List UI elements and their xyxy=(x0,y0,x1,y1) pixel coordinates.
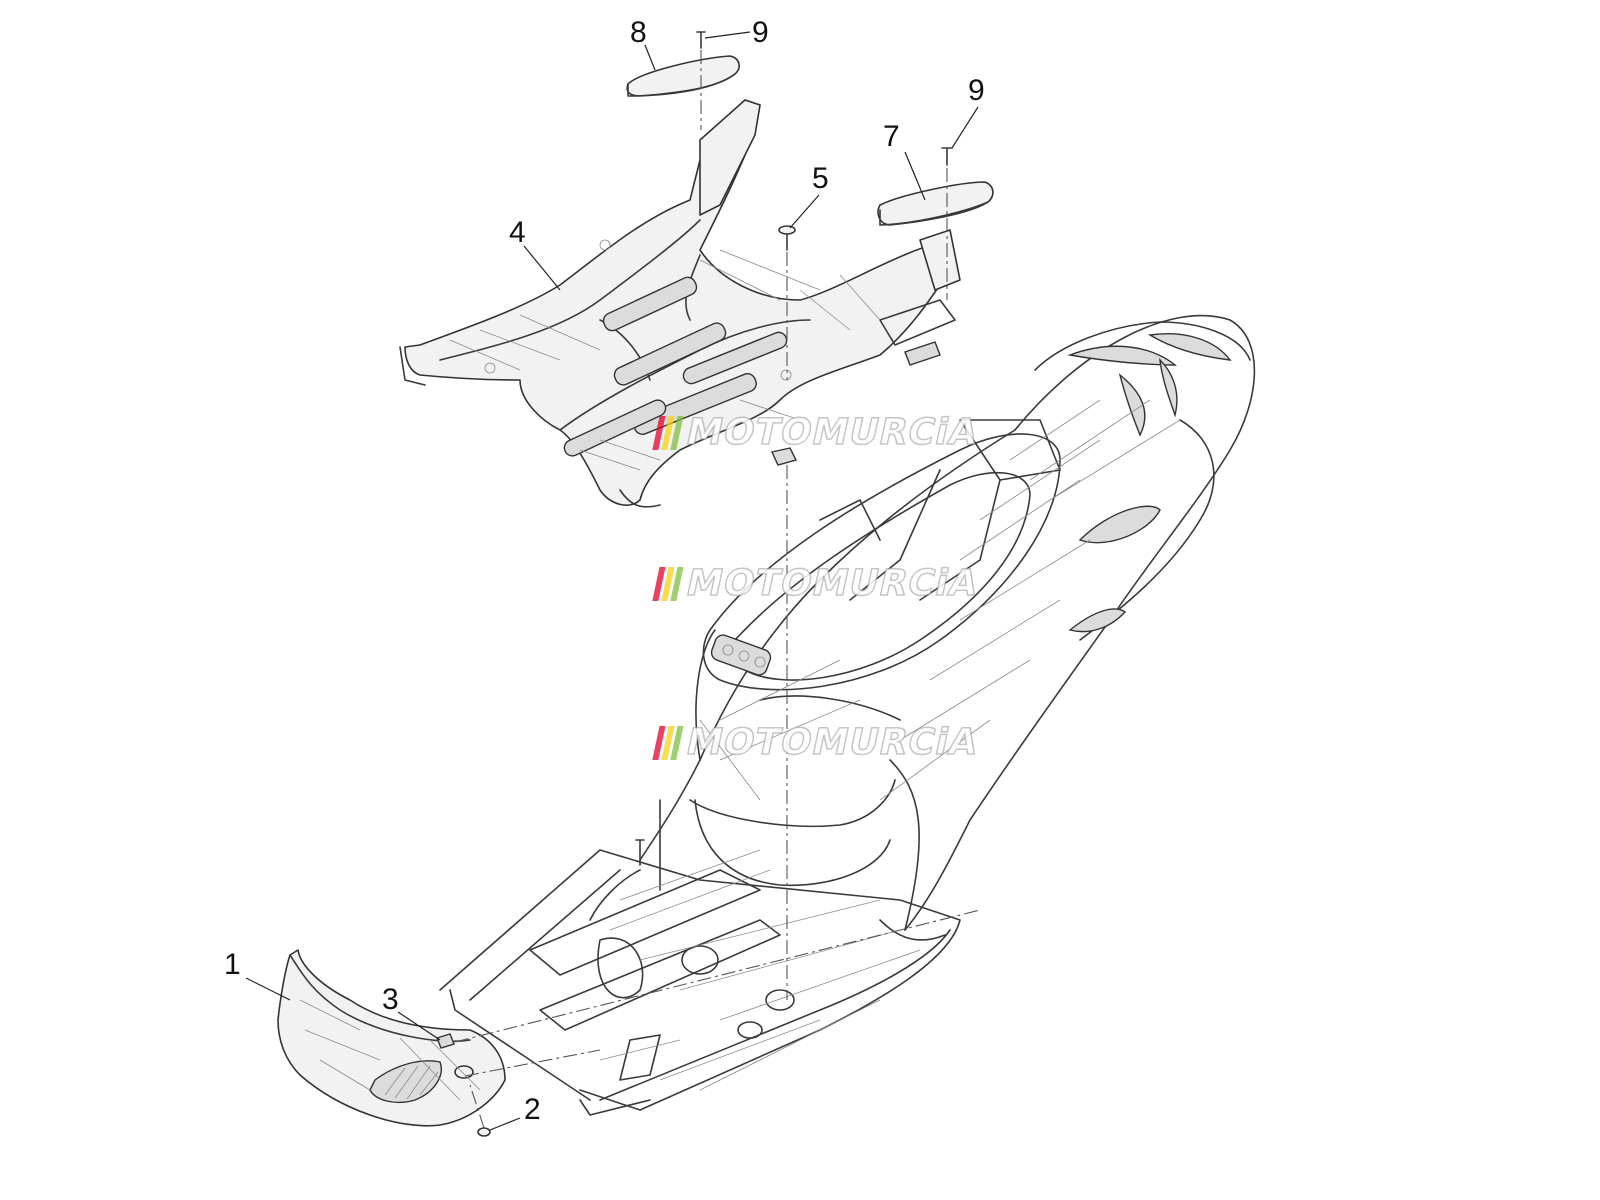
watermark-logo: MOTOMURCiA xyxy=(652,411,983,454)
footrest-part xyxy=(399,99,961,508)
watermark-logo: MOTOMURCiA xyxy=(652,721,983,764)
left-rubber-pad-part xyxy=(626,55,740,97)
chassis-frame xyxy=(439,314,1256,1116)
watermark-text: MOTOMURCiA xyxy=(682,562,983,605)
callout-1: 1 xyxy=(224,948,241,981)
watermark-stripes xyxy=(652,725,686,760)
front-inner-cover-part xyxy=(277,949,506,1127)
watermark-stripes xyxy=(652,415,686,450)
callout-5: 5 xyxy=(812,162,829,195)
leader-lines xyxy=(245,31,979,1131)
callout-8: 8 xyxy=(630,16,647,49)
right-rubber-pad-part xyxy=(877,181,994,226)
watermark-stripes xyxy=(652,566,686,601)
callout-4: 4 xyxy=(509,216,526,249)
callout-7: 7 xyxy=(883,120,900,153)
watermark-logo: MOTOMURCiA xyxy=(652,562,983,605)
screw-9-left xyxy=(696,31,706,49)
callout-3: 3 xyxy=(382,983,399,1016)
watermark-text: MOTOMURCiA xyxy=(682,721,983,764)
assembly-lines xyxy=(454,50,981,1129)
watermark-text: MOTOMURCiA xyxy=(682,411,983,454)
callout-9-left: 9 xyxy=(752,16,769,49)
screw-2 xyxy=(477,1127,491,1137)
clip-under-footrest xyxy=(771,447,798,466)
screw-9-right xyxy=(941,147,953,166)
callout-9-right: 9 xyxy=(968,74,985,107)
screw-5 xyxy=(778,225,796,251)
callout-2: 2 xyxy=(524,1093,541,1126)
